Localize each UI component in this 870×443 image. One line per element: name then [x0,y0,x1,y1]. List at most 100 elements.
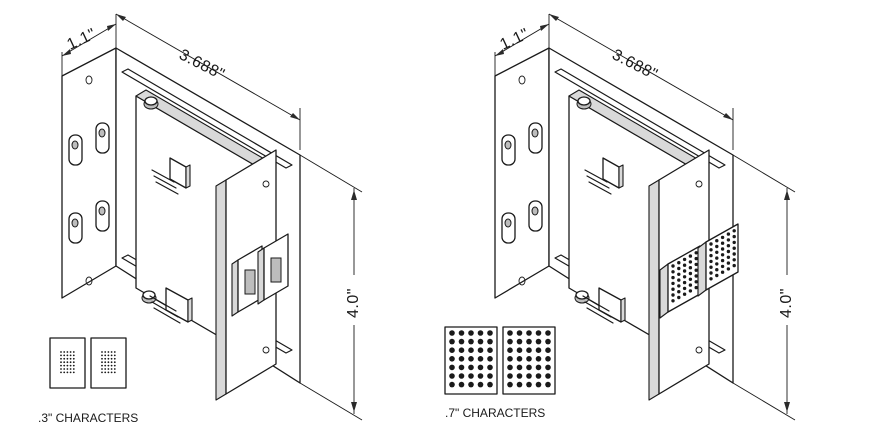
matrix-dot [69,354,72,357]
matrix-dot [516,347,523,354]
matrix-dot [72,371,75,374]
matrix-dot [535,373,542,379]
matrix-dot [677,266,681,271]
matrix-dot [110,357,113,360]
matrix-dot [507,338,513,345]
pin-header-bottom [149,287,193,324]
matrix-dot [66,371,69,374]
matrix-dot [63,351,66,353]
matrix-dot [101,354,103,357]
matrix-dot [682,286,687,291]
matrix-dot [507,347,513,354]
assembly-drawing-large: 1.1" 3.688" 4.0" [444,13,799,421]
matrix-dot [726,261,731,265]
matrix-dot [113,371,116,374]
matrix-dot [60,357,62,360]
matrix-dot [101,361,103,364]
matrix-dot [107,351,110,353]
assembly-drawing-small: 1.1" 3.688" 4.0" [38,13,366,425]
matrix-dot [477,373,484,379]
matrix-dot [694,251,698,255]
matrix-dot [113,357,116,360]
matrix-dot [526,338,532,345]
matrix-dot [487,347,493,354]
matrix-dot [688,271,693,276]
matrix-dot [715,250,719,254]
matrix-dot [720,264,725,269]
matrix-dot [487,338,493,345]
matrix-dot [720,235,725,240]
matrix-dot [449,330,455,336]
matrix-dot [694,274,698,278]
matrix-dot [507,330,513,336]
matrix-dot [709,242,713,246]
matrix-dot [63,357,66,360]
depth-dimension: 1.1" [494,14,550,76]
matrix-dot [66,354,69,357]
matrix-dot [516,364,523,371]
matrix-dot [477,356,484,362]
matrix-dot [66,351,69,353]
matrix-dot [545,373,551,379]
matrix-dot [688,266,693,270]
matrix-dot [535,330,542,336]
matrix-dot [677,295,681,300]
matrix-dot [110,351,113,353]
matrix-dot [487,330,493,336]
matrix-dot [69,371,72,374]
matrix-dot [107,368,110,370]
matrix-dot [104,371,107,374]
matrix-dot [458,364,465,371]
matrix-dot [709,265,713,269]
matrix-dot [113,368,116,370]
matrix-dot [110,361,113,364]
matrix-dot [671,299,675,303]
matrix-dot [545,330,551,336]
matrix-dot [682,263,687,267]
depth-label: 1.1" [498,26,532,54]
matrix-dot [104,361,107,364]
matrix-dot [63,368,66,370]
matrix-dot [60,371,62,374]
matrix-dot [516,330,523,336]
matrix-dot [487,356,493,362]
depth-label: 1.1" [65,26,99,54]
matrix-dot [516,373,523,379]
matrix-dot [671,270,675,274]
matrix-dot [69,351,72,353]
matrix-dot [726,238,731,242]
matrix-dot [507,356,513,362]
matrix-dot [60,354,62,357]
matrix-dot [671,281,675,286]
matrix-dot [720,253,725,257]
matrix-dot [671,264,675,268]
matrix-dot [104,364,107,367]
matrix-dot [468,381,474,388]
matrix-dot [688,254,693,258]
matrix-dot [449,381,455,388]
matrix-dot [671,287,675,291]
matrix-dot [694,262,698,267]
matrix-dot [69,364,72,367]
display-modules-large [659,223,739,319]
matrix-dot [468,373,474,379]
matrix-dot [694,256,698,261]
matrix-dot [107,371,110,374]
matrix-dot [468,330,474,336]
matrix-dot [715,239,719,243]
front-panel [648,149,739,401]
matrix-dot [545,356,551,362]
matrix-dot [732,263,736,268]
character-sample-large: .7" CHARACTERS [444,326,556,420]
matrix-dot [468,338,474,345]
matrix-dot [535,364,542,371]
matrix-dot [72,364,75,367]
matrix-dot [63,354,66,357]
matrix-dot [732,252,736,256]
matrix-dot [715,268,719,272]
matrix-dot [107,357,110,360]
matrix-dot [487,381,493,388]
matrix-dot [535,347,542,354]
matrix-dot [688,283,693,287]
matrix-dot [101,368,103,370]
